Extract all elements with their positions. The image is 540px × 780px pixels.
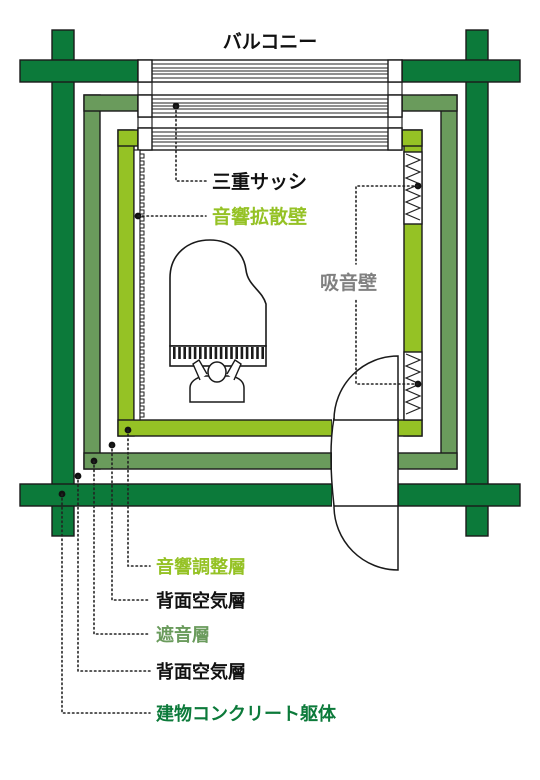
frame-column-right bbox=[465, 29, 489, 537]
frame-beam-bottom-left bbox=[19, 483, 333, 507]
absorber-wall bbox=[403, 151, 423, 421]
frame-beam-top-left bbox=[19, 59, 139, 83]
frame-column-left bbox=[51, 29, 75, 537]
frame-beam-bottom-right bbox=[397, 483, 521, 507]
concrete-frame bbox=[19, 29, 521, 537]
sash-outer bbox=[137, 59, 403, 83]
diffuser-wall-label: 音響拡散壁 bbox=[212, 205, 307, 228]
triple-sash bbox=[137, 59, 403, 151]
piano-black-keys bbox=[173, 347, 264, 359]
triple-sash-label: 三重サッシ bbox=[212, 171, 307, 193]
entrance-door bbox=[330, 355, 399, 571]
piano-body bbox=[169, 239, 267, 347]
layer-label-air-gap-outer: 背面空気層 bbox=[156, 661, 246, 683]
leader-lines bbox=[58, 102, 422, 714]
balcony-label: バルコニー bbox=[223, 31, 318, 53]
grand-piano bbox=[169, 239, 267, 403]
door-inner-leaf bbox=[333, 355, 399, 421]
layer-label-concrete-frame: 建物コンクリート躯体 bbox=[156, 703, 337, 725]
sash-inner bbox=[137, 127, 403, 151]
frame-beam-top-right bbox=[401, 59, 521, 83]
layer-label-sound-isolation: 遮音層 bbox=[156, 624, 210, 646]
pianist bbox=[189, 359, 245, 403]
pianist-head bbox=[207, 361, 227, 383]
absorber-panel-upper bbox=[403, 151, 423, 225]
layer-label-acoustic-adjust: 音響調整層 bbox=[156, 556, 246, 578]
absorber-wall-label: 吸音壁 bbox=[320, 271, 377, 294]
layer-label-air-gap-inner: 背面空気層 bbox=[156, 590, 246, 612]
diffuser-wall bbox=[133, 149, 145, 421]
sound-isolation-layer bbox=[83, 94, 458, 470]
sash-middle bbox=[137, 94, 403, 118]
door-outer-leaf bbox=[333, 505, 399, 571]
